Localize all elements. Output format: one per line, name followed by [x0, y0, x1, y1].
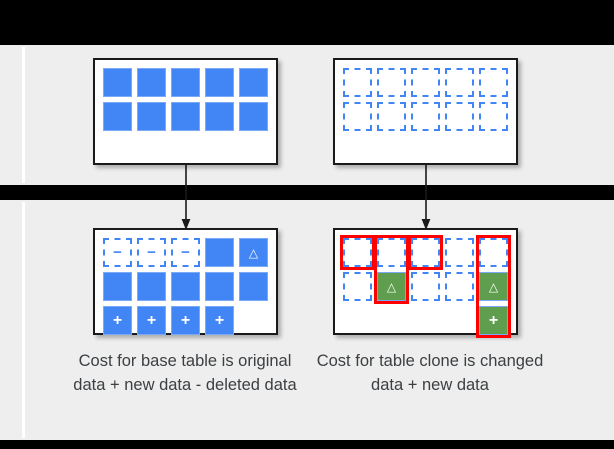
card-base-table-original [93, 58, 278, 165]
data-cell-empty-r3c1 [343, 306, 372, 335]
top-panel-left-rail [22, 47, 25, 183]
card-clone-table-original [333, 58, 518, 165]
minus-icon: − [181, 244, 190, 261]
data-cell-filled-r1c1 [103, 68, 132, 97]
data-cell-ghost-r1c2 [377, 238, 406, 267]
table-row [103, 102, 268, 131]
data-cell-filled-r1c5 [239, 68, 268, 97]
data-cell-empty-r3c5 [239, 306, 268, 335]
data-cell-empty-r3c3 [411, 306, 440, 335]
data-cell-filled-r2c2 [137, 102, 166, 131]
table-row: △△ [343, 272, 508, 301]
data-cell-filled-r2c4 [205, 272, 234, 301]
data-cell-filled-r2c5 [239, 272, 268, 301]
data-cell-empty-r3c4 [445, 306, 474, 335]
data-cell-ghost-r1c5 [479, 68, 508, 97]
data-cell-ghost-r1c3 [411, 238, 440, 267]
data-cell-filled-r1c5: △ [239, 238, 268, 267]
data-cell-filled-r3c3: + [171, 306, 200, 335]
arrow-down-icon-base [181, 163, 191, 230]
minus-icon: − [147, 244, 156, 261]
data-cell-ghost-r2c3 [411, 272, 440, 301]
card-clone-table-after: △△+ [333, 228, 518, 338]
data-cell-ghost-r1c1: − [103, 238, 132, 267]
table-row [343, 68, 508, 97]
grid-base-table-original [103, 68, 268, 136]
triangle-icon: △ [248, 245, 259, 260]
data-cell-empty-r3c2 [377, 306, 406, 335]
data-cell-ghost-r2c1 [343, 272, 372, 301]
data-cell-filled-r3c4: + [205, 306, 234, 335]
grid-clone-table-original [343, 68, 508, 136]
table-row [343, 102, 508, 131]
table-row [103, 68, 268, 97]
data-cell-ghost-r1c5 [479, 238, 508, 267]
data-cell-ghost-r2c3 [411, 102, 440, 131]
data-cell-filled-r2c4 [205, 102, 234, 131]
caption-base-table: Cost for base table is original data + n… [73, 352, 297, 394]
minus-icon: − [113, 244, 122, 261]
plus-icon: + [214, 311, 225, 329]
data-cell-ghost-r1c4 [445, 68, 474, 97]
data-cell-filled-r2c5 [239, 102, 268, 131]
grid-clone-table-after: △△+ [343, 238, 508, 340]
plus-icon: + [488, 311, 499, 329]
data-cell-filled-r3c1: + [103, 306, 132, 335]
data-cell-ghost-r2c1 [343, 102, 372, 131]
data-cell-filled-r1c2 [137, 68, 166, 97]
data-cell-filled-r2c1 [103, 272, 132, 301]
arrow-down-icon-clone [421, 163, 431, 230]
data-cell-filled-r3c2: + [137, 306, 166, 335]
table-row: − − − △ [103, 238, 268, 267]
plus-icon: + [146, 311, 157, 329]
data-cell-ghost-r1c3 [411, 68, 440, 97]
data-cell-ghost-r2c4 [445, 272, 474, 301]
data-cell-ghost-r1c4 [445, 238, 474, 267]
data-cell-ghost-r1c1 [343, 238, 372, 267]
data-cell-green-r2c5: △ [479, 272, 508, 301]
data-cell-filled-r2c2 [137, 272, 166, 301]
data-cell-ghost-r1c2 [377, 68, 406, 97]
data-cell-filled-r2c3 [171, 102, 200, 131]
data-cell-ghost-r2c2 [377, 102, 406, 131]
data-cell-green-r3c5: + [479, 306, 508, 335]
card-base-table-after: − − − △ + + + + [93, 228, 278, 335]
data-cell-filled-r2c3 [171, 272, 200, 301]
data-cell-ghost-r1c2: − [137, 238, 166, 267]
data-cell-ghost-r2c4 [445, 102, 474, 131]
table-row [103, 272, 268, 301]
data-cell-ghost-r1c1 [343, 68, 372, 97]
plus-icon: + [180, 311, 191, 329]
table-row: + [343, 306, 508, 335]
bottom-panel-left-rail [22, 202, 25, 438]
triangle-icon: △ [386, 279, 397, 294]
plus-icon: + [112, 311, 123, 329]
data-cell-filled-r2c1 [103, 102, 132, 131]
data-cell-green-r2c2: △ [377, 272, 406, 301]
table-row [343, 238, 508, 267]
triangle-icon: △ [488, 279, 499, 294]
caption-table-clone: Cost for table clone is changed data + n… [316, 352, 544, 394]
data-cell-filled-r1c4 [205, 238, 234, 267]
data-cell-filled-r1c3 [171, 68, 200, 97]
data-cell-filled-r1c4 [205, 68, 234, 97]
table-row: + + + + [103, 306, 268, 335]
grid-base-table-after: − − − △ + + + + [103, 238, 268, 340]
data-cell-ghost-r2c5 [479, 102, 508, 131]
data-cell-ghost-r1c3: − [171, 238, 200, 267]
